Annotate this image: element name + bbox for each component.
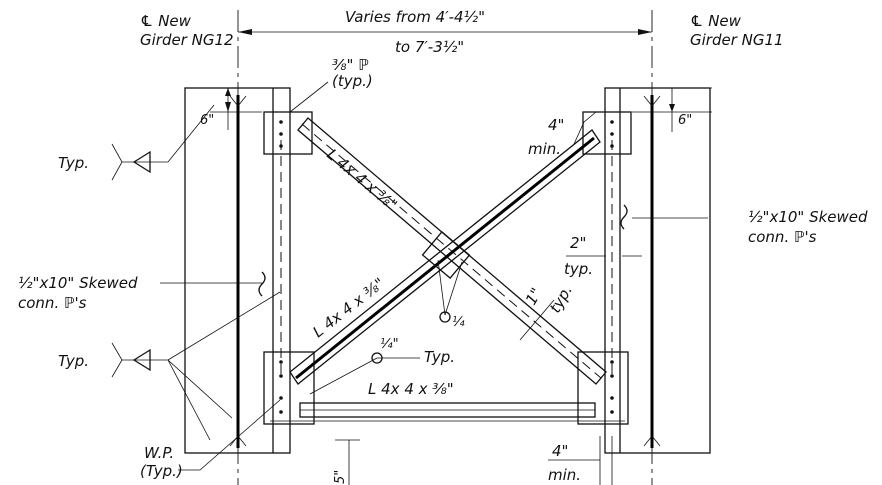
four-min-bottom-label-1: 4" — [552, 442, 568, 460]
gusset-plate-bottom-right — [577, 351, 629, 425]
centerline-left-label-2: Girder NG12 — [140, 31, 234, 49]
quarter-bottom-label: ¼" — [380, 337, 399, 352]
skew-right-label-2: conn. ℙ's — [748, 228, 817, 246]
wp-label-1: W.P. — [144, 444, 174, 462]
dimension-six-right — [632, 87, 712, 132]
plate-label-2: (typ.) — [332, 72, 373, 90]
one-inch-typ-label-1: 1" — [522, 285, 546, 308]
typ-weld-bottom-label: Typ. — [424, 348, 455, 366]
four-min-bottom-label-2: min. — [548, 466, 581, 484]
two-inch-typ-label-1: 2" — [570, 234, 586, 252]
diagonal-angle-up — [289, 129, 601, 385]
two-inch-typ-label-2: typ. — [564, 260, 593, 278]
leader-typ-bottom — [167, 291, 281, 441]
span-varies-label-1: Varies from 4′-4½" — [345, 8, 485, 26]
bottom-strut-angle — [270, 402, 625, 422]
leader-wp — [178, 399, 281, 471]
centerline-right-label-1: ℄ New — [690, 12, 742, 30]
gusset-plate-top-right — [582, 111, 632, 155]
leader-four-min-top — [573, 111, 597, 145]
centerline-left-label-1: ℄ New — [140, 12, 192, 30]
leader-quarter-center — [437, 259, 463, 323]
four-min-top-label-1: 4" — [548, 116, 564, 134]
wp-label-2: (Typ.) — [140, 462, 183, 480]
five-inch-label: 5" — [333, 470, 348, 484]
four-min-top-label-2: min. — [528, 140, 561, 158]
gusset-plate-top-left — [263, 111, 313, 155]
girder-ng12 — [184, 87, 291, 454]
dimension-five — [335, 439, 360, 485]
leader-quarter-bottom — [309, 352, 420, 395]
angle-upper-label: L 4x 4 x ⅜" — [323, 145, 400, 214]
gusset-plate-bottom-left — [263, 351, 315, 425]
typ-label-bottom: Typ. — [58, 352, 89, 370]
one-inch-typ-label-2: typ. — [546, 282, 576, 316]
dimension-four-min-bottom — [548, 436, 613, 485]
six-inch-right-label: 6" — [678, 113, 692, 128]
leader-typ-top — [167, 104, 215, 163]
weld-symbol-bottom — [111, 342, 168, 378]
skew-left-label-2: conn. ℙ's — [18, 294, 87, 312]
angle-lower-label: L 4x 4 x ⅜" — [309, 274, 388, 341]
weld-symbol-top — [111, 143, 168, 181]
span-dimension-line — [238, 29, 652, 35]
span-varies-label-2: to 7′-3½" — [395, 38, 464, 56]
angle-bottom-label: L 4x 4 x ⅜" — [368, 380, 454, 398]
quarter-center-label: ¼ — [452, 315, 465, 330]
skew-right-label-1: ½"x10" Skewed — [748, 208, 868, 226]
typ-label-top: Typ. — [58, 154, 89, 172]
dimension-six-left — [210, 87, 262, 130]
dimension-one-typ — [519, 299, 555, 341]
six-inch-left-label: 6" — [200, 113, 214, 128]
break-symbol-left — [258, 271, 266, 297]
centerline-right-label-2: Girder NG11 — [690, 31, 784, 49]
center-filler-plate — [421, 231, 471, 279]
skew-left-label-1: ½"x10" Skewed — [18, 274, 138, 292]
girder-ng11 — [604, 87, 711, 454]
leader-plate-label — [289, 81, 329, 113]
plate-label-1: ⅜" ℙ — [332, 56, 369, 74]
break-symbol-right — [620, 204, 628, 230]
